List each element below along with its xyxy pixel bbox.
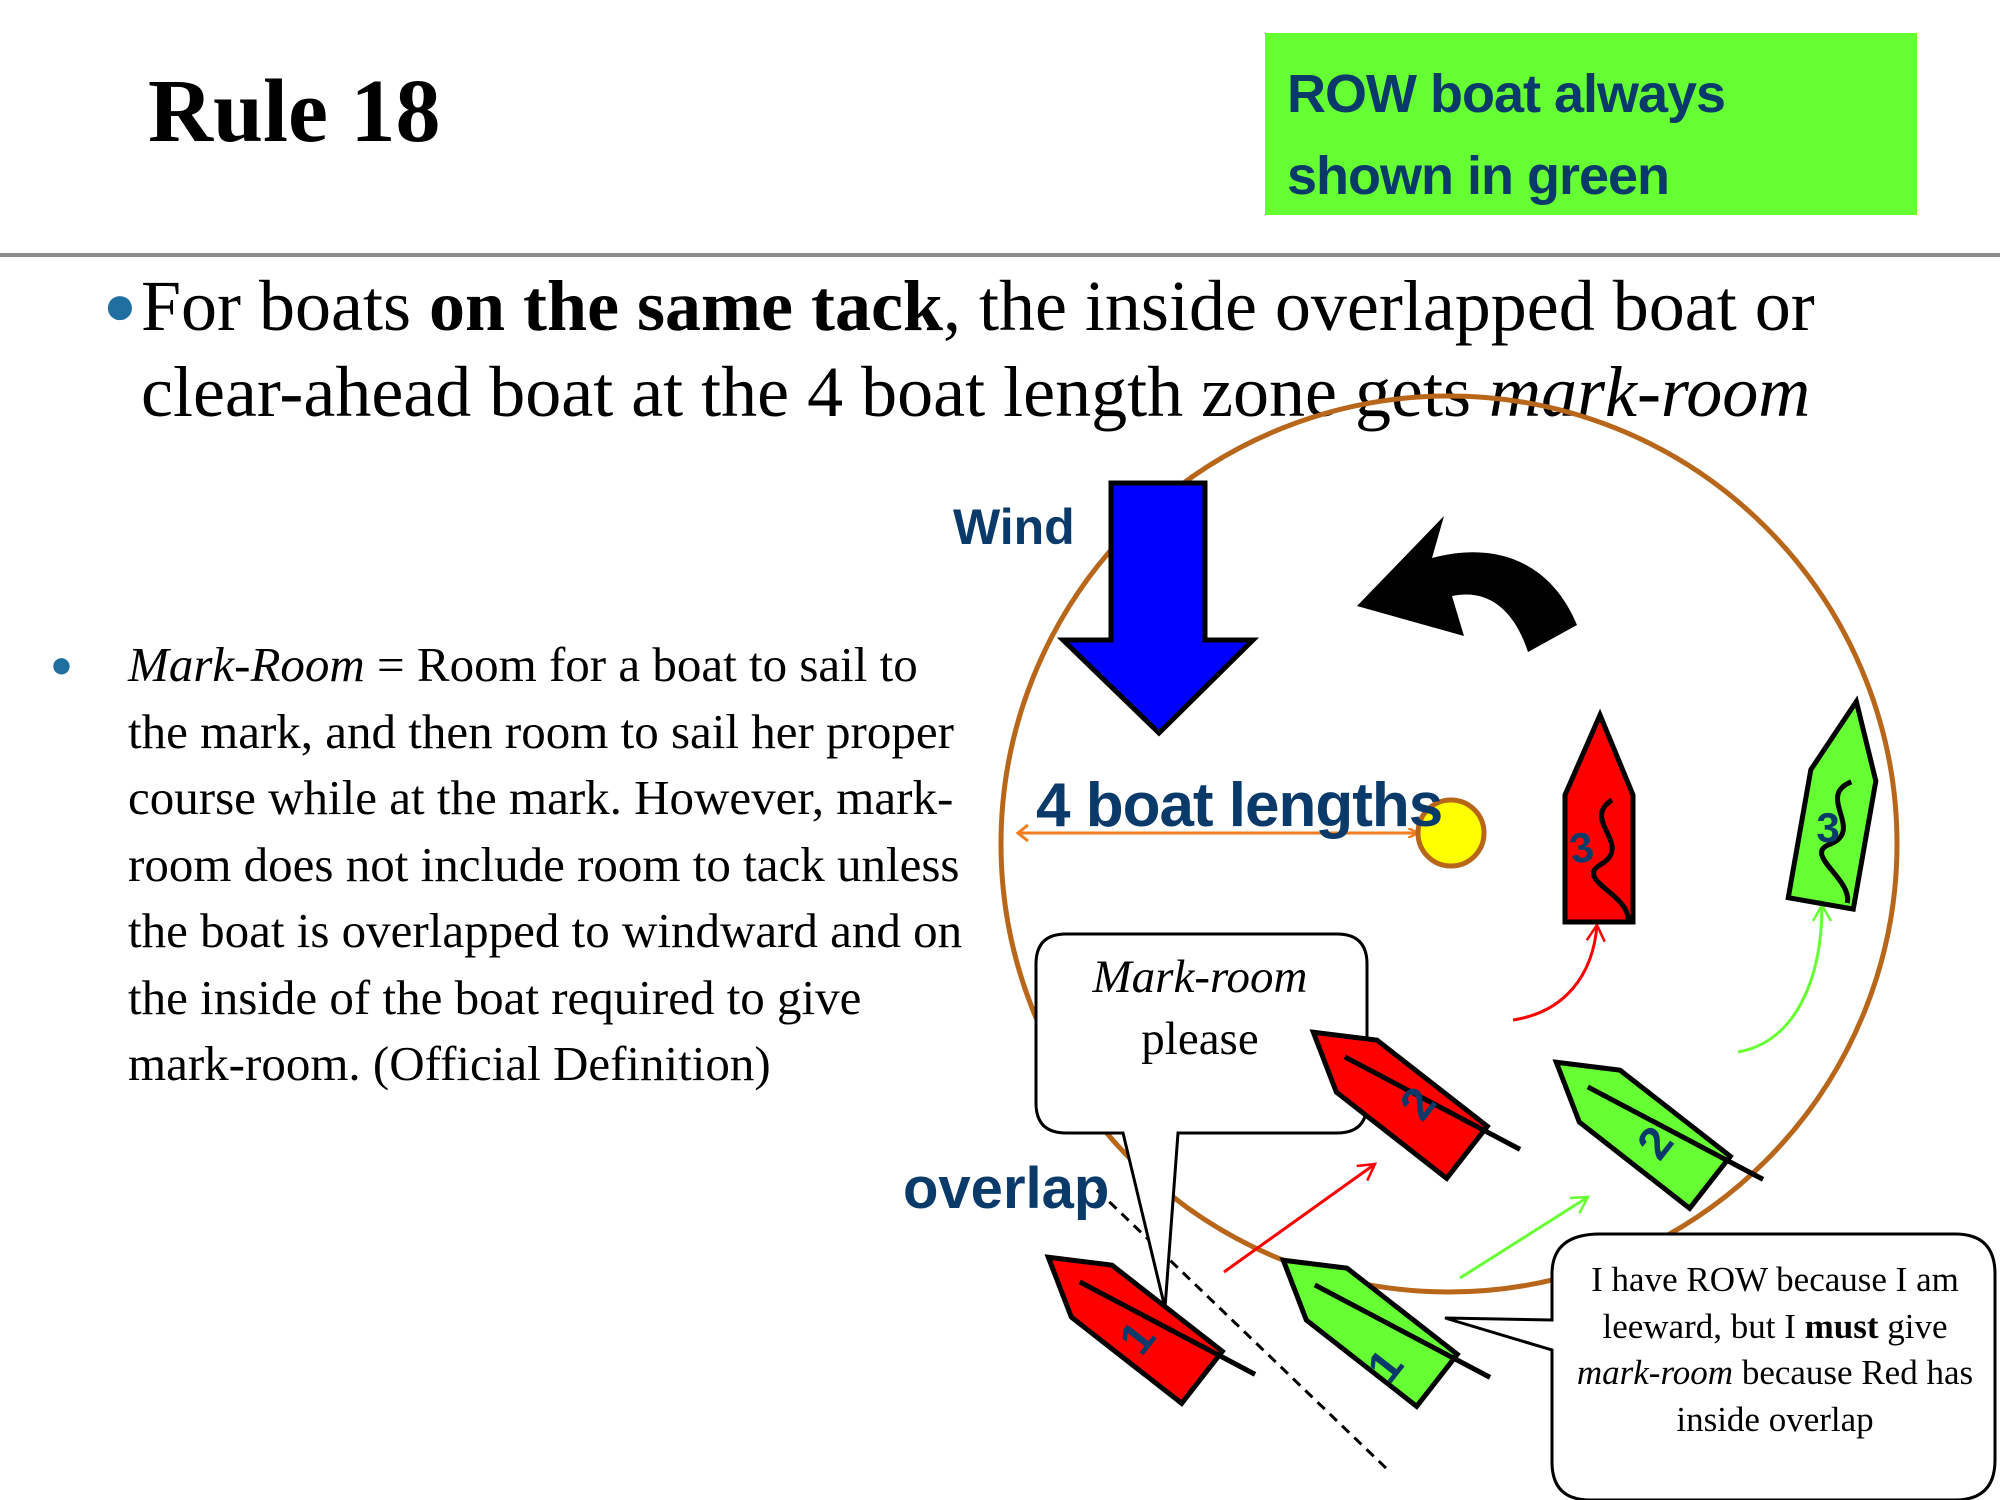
rounding-arrow-icon [1357, 516, 1577, 652]
red-course-arrow [1512, 922, 1606, 1022]
row-note-box: ROW boat always shown in green [1265, 33, 1917, 215]
overlap-label: overlap [903, 1156, 1110, 1221]
row-note-text: ROW boat always shown in green [1287, 64, 1726, 206]
main-bullet-text: For boats on the same tack, the inside o… [141, 266, 1815, 432]
green-boat-1 [1279, 1257, 1492, 1410]
callout-red-text: Mark-room please [1092, 951, 1308, 1065]
wind-arrow [1056, 480, 1260, 737]
mark-buoy [1415, 797, 1487, 869]
callout-green-text: I have ROW because I am leeward, but I m… [1576, 1260, 1974, 1439]
green-course-arrow [1737, 902, 1833, 1054]
zone-circle [998, 393, 1900, 1295]
title-divider [0, 253, 2000, 257]
zone-length-label: 4 boat lengths [1036, 771, 1443, 840]
green-course-arrow [1459, 1195, 1591, 1280]
boat-number: 3 [1816, 804, 1839, 851]
callout-red-bubble [1034, 932, 1369, 1309]
slide-title: Rule 18 [148, 62, 441, 161]
red-boat-2 [1309, 1029, 1522, 1182]
green-boat-2 [1552, 1059, 1765, 1212]
definition-bullet: ● Mark-Room = Room for a boat to sail to… [50, 632, 970, 1098]
red-boat-3 [1562, 708, 1636, 925]
bullet-dot-icon: ● [103, 275, 137, 337]
main-bullet: ● For boats on the same tack, the inside… [103, 263, 1903, 435]
wind-label: Wind [953, 499, 1075, 555]
red-boat-1 [1044, 1254, 1257, 1407]
definition-text: Mark-Room = Room for a boat to sail to t… [128, 637, 963, 1091]
bullet-dot-icon: ● [50, 644, 73, 686]
green-boat-3 [1785, 695, 1879, 913]
red-course-arrow [1223, 1162, 1378, 1274]
